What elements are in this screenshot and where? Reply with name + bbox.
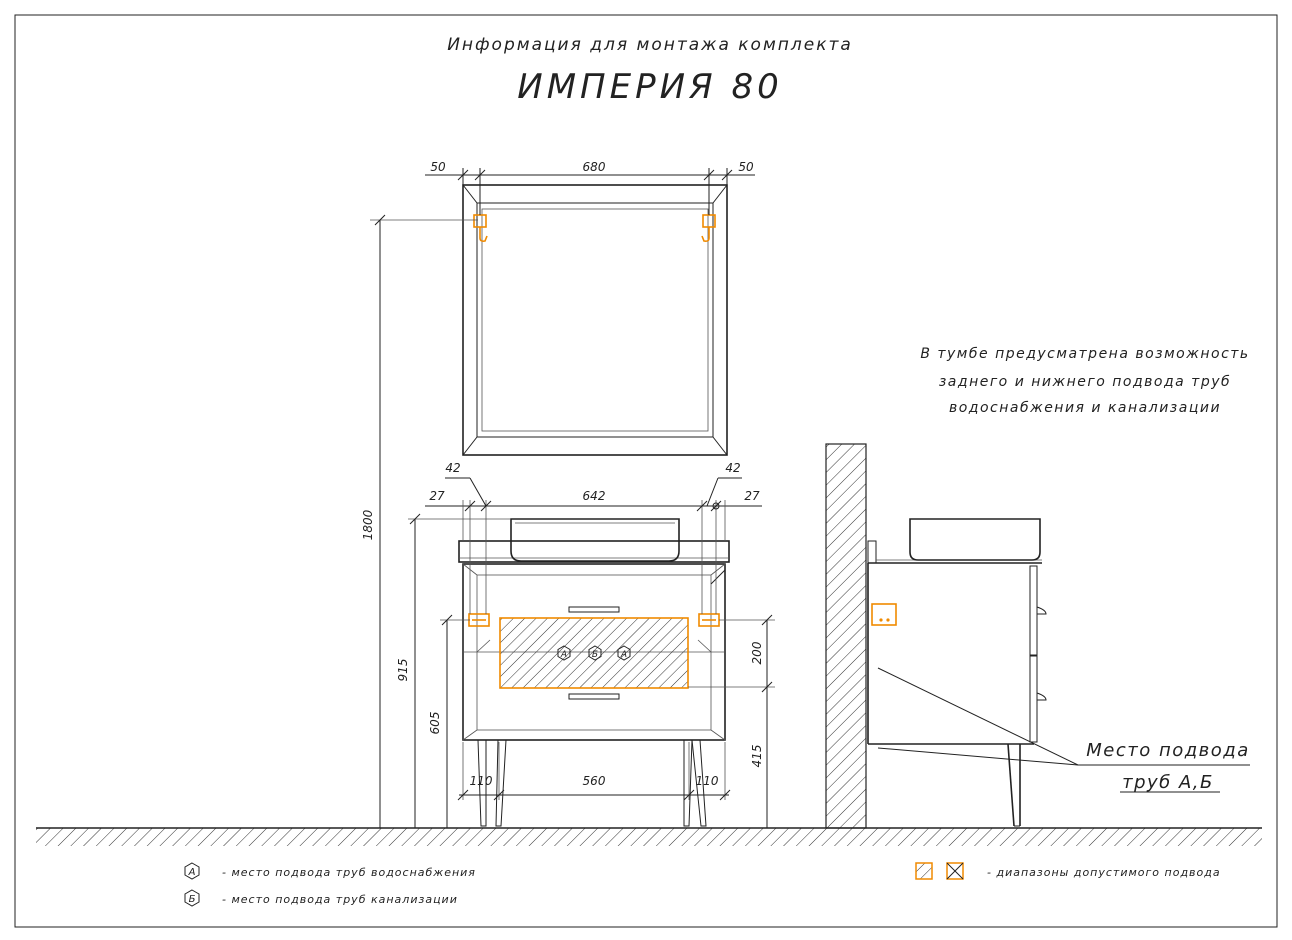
callout-leaders bbox=[877, 667, 1250, 793]
mirror-hanger-left bbox=[473, 214, 488, 242]
vanity-bracket-left bbox=[468, 613, 490, 627]
legend-b-text: - место подвода труб канализации bbox=[222, 893, 458, 906]
dim-leg-left: 110 bbox=[470, 774, 493, 788]
legend-marker-b bbox=[184, 889, 200, 907]
side-supply-zone bbox=[871, 603, 897, 626]
mirror bbox=[462, 184, 728, 456]
dim-zone-height: 200 bbox=[750, 641, 764, 664]
callout-line-2: труб А,Б bbox=[1122, 772, 1214, 793]
dim-upper-height: 605 bbox=[428, 712, 442, 735]
legend-range-swatch-1 bbox=[915, 862, 933, 880]
supply-zone-hatch bbox=[499, 617, 689, 689]
dim-mirror-left: 50 bbox=[430, 160, 446, 174]
vanity-bottom-dimensions bbox=[457, 742, 731, 801]
vanity-bracket-right bbox=[698, 613, 720, 627]
dim-mount-height: 1800 bbox=[361, 509, 375, 540]
legend-marker-a bbox=[184, 862, 200, 880]
zone-marker-a-right bbox=[617, 645, 631, 661]
legend-range-swatch-2 bbox=[946, 862, 964, 880]
vanity-vertical-dimensions bbox=[408, 513, 511, 828]
legend-range-text: - диапазоны допустимого подвода bbox=[987, 866, 1221, 879]
sheet-frame bbox=[14, 14, 1278, 928]
dim-right-27: 27 bbox=[744, 489, 760, 503]
drawing-title: ИМПЕРИЯ 80 bbox=[517, 67, 782, 107]
zone-marker-b bbox=[588, 645, 602, 661]
mirror-top-dimensions bbox=[425, 168, 755, 215]
vanity-right-dimensions bbox=[688, 614, 775, 828]
dim-leg-height: 415 bbox=[750, 745, 764, 768]
wall-section bbox=[825, 443, 867, 829]
vanity-side bbox=[867, 518, 1047, 827]
zone-marker-a-left bbox=[557, 645, 571, 661]
note-line-1: В тумбе предусматрена возможность bbox=[920, 346, 1249, 362]
zone-marker-a-left-label: А bbox=[560, 650, 567, 660]
dim-total-height: 915 bbox=[396, 659, 410, 682]
dim-mirror-right: 50 bbox=[738, 160, 754, 174]
dim-left-42: 42 bbox=[445, 461, 460, 475]
dim-top-width: 642 bbox=[583, 489, 606, 503]
callout-line-1: Место подвода bbox=[1086, 740, 1250, 761]
note-line-2: заднего и нижнего подвода труб bbox=[939, 374, 1231, 390]
dim-left-27: 27 bbox=[429, 489, 445, 503]
dim-between-legs: 560 bbox=[583, 774, 606, 788]
note-line-3: водоснабжения и канализации bbox=[949, 400, 1221, 416]
dim-mirror-width: 680 bbox=[583, 160, 606, 174]
floor bbox=[36, 827, 1262, 846]
zone-marker-b-label: Б bbox=[592, 650, 598, 660]
dim-leg-right: 110 bbox=[696, 774, 719, 788]
drawing-subtitle: Информация для монтажа комплекта bbox=[447, 35, 853, 55]
dim-1800-line bbox=[370, 214, 478, 828]
zone-marker-a-right-label: А bbox=[620, 650, 627, 660]
legend-a-text: - место подвода труб водоснабжения bbox=[222, 866, 476, 879]
legend-marker-a-label: А bbox=[188, 867, 196, 878]
dim-right-42: 42 bbox=[725, 461, 740, 475]
legend-marker-b-label: Б bbox=[189, 894, 196, 905]
